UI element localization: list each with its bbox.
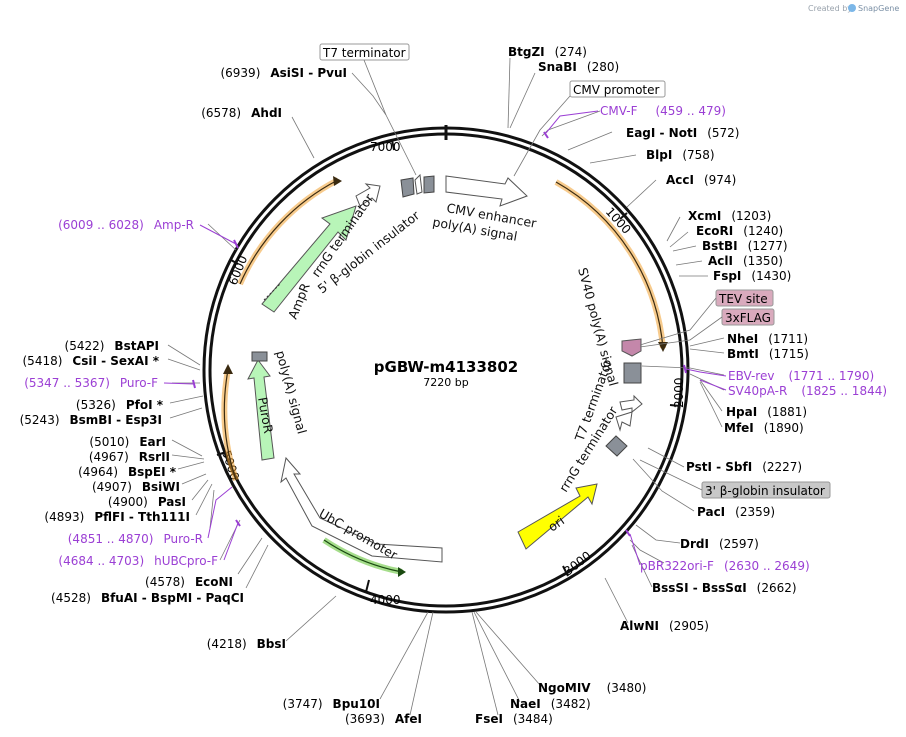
site-hpai[interactable]: HpaI(1881) xyxy=(726,405,807,419)
site-eagi-noti[interactable]: EagI - NotI(572) xyxy=(626,126,739,140)
ebv-arrow-shape[interactable] xyxy=(619,394,643,414)
site-pasi[interactable]: (4900)PasI xyxy=(108,495,186,509)
site-blpi[interactable]: BlpI(758) xyxy=(646,148,715,162)
site-xcmi[interactable]: XcmI(1203) xyxy=(688,209,771,223)
site-ecori[interactable]: EcoRI(1240) xyxy=(696,224,783,238)
rrng-terminator-right-shape[interactable] xyxy=(605,435,628,457)
site-drdi[interactable]: DrdI(2597) xyxy=(680,537,759,551)
site-ahdi[interactable]: (6578)AhdI xyxy=(201,106,282,120)
orf-arc-top-left-line xyxy=(239,179,339,285)
tick-4000: 4000 xyxy=(370,593,401,607)
tick-4000-mark xyxy=(365,579,370,593)
site-bmti[interactable]: BmtI(1715) xyxy=(727,347,809,361)
site-econi[interactable]: (4578)EcoNI xyxy=(145,575,233,589)
site-afei[interactable]: (3693)AfeI xyxy=(345,712,422,726)
orf-arc-top-left-head xyxy=(333,176,342,186)
site-csii-sexai[interactable]: (5418)CsiI - SexAI * xyxy=(23,354,160,368)
plasmid-size: 7220 bp xyxy=(423,376,468,389)
tev-flag-shape[interactable] xyxy=(621,338,642,357)
tick-5000-mark xyxy=(216,451,227,456)
site-btgzi[interactable]: BtgZI(274) xyxy=(508,45,587,59)
site-acli[interactable]: AclI(1350) xyxy=(708,254,783,268)
primer-labels: CMV-F(459 .. 479) EBV-rev(1771 .. 1790) … xyxy=(24,104,887,573)
site-fspi[interactable]: FspI(1430) xyxy=(713,269,791,283)
ori-arrow[interactable] xyxy=(517,483,598,550)
polya-left-label: poly(A) signal xyxy=(273,349,310,436)
snapgene-logo xyxy=(848,4,856,12)
puror-label: PuroR xyxy=(255,396,276,435)
t7-inner-arrow[interactable] xyxy=(615,411,633,432)
primer-cmv-f[interactable]: CMV-F(459 .. 479) xyxy=(600,104,726,118)
tick-6000-mark xyxy=(230,259,239,265)
ampr-feature-arrow[interactable] xyxy=(261,205,357,313)
site-asisi-pvui[interactable]: (6939)AsiSI - PvuI xyxy=(220,66,347,80)
plasmid-name: pGBW-m4133802 xyxy=(374,358,518,376)
primer-pbr322ori-f[interactable]: pBR322ori-F(2630 .. 2649) xyxy=(640,559,810,573)
primer-puro-r[interactable]: (4851 .. 4870)Puro-R xyxy=(68,532,203,546)
primer-hubcpro-f[interactable]: (4684 .. 4703)hUBCpro-F xyxy=(58,554,218,568)
site-bstbi[interactable]: BstBI(1277) xyxy=(702,239,788,253)
site-bpu10i[interactable]: (3747)Bpu10I xyxy=(283,697,380,711)
site-bspei[interactable]: (4964)BspEI * xyxy=(78,465,177,479)
site-bbsi[interactable]: (4218)BbsI xyxy=(207,637,286,651)
ubc-orf-arc-head xyxy=(398,567,406,577)
primer-sv40pa-r[interactable]: SV40pA-R(1825 .. 1844) xyxy=(728,384,887,398)
site-fsei[interactable]: FseI(3484) xyxy=(475,712,553,726)
primer-amp-r[interactable]: (6009 .. 6028)Amp-R xyxy=(58,218,194,232)
puror-arrow[interactable] xyxy=(247,359,275,461)
primer-leaders xyxy=(163,110,727,566)
tick-3000-mark xyxy=(562,565,569,577)
t7-terminator-box-label: T7 terminator xyxy=(322,46,406,60)
tick-1000-mark xyxy=(619,212,628,220)
sv40-polya-shape[interactable] xyxy=(623,362,642,384)
site-alwni[interactable]: AlwNI(2905) xyxy=(620,619,709,633)
ubc-promoter-arrow[interactable] xyxy=(280,456,443,563)
t7-terminator-top-shape[interactable] xyxy=(423,175,435,194)
left-site-labels: (6939)AsiSI - PvuI (6578)AhdI (5422)BstA… xyxy=(20,66,422,726)
site-bsssi[interactable]: BssSI - BssSαI(2662) xyxy=(652,581,797,595)
site-pfoi[interactable]: (5326)PfoI * xyxy=(76,398,164,412)
polya-left-shape[interactable] xyxy=(251,351,268,362)
site-nhei[interactable]: NheI(1711) xyxy=(727,332,808,346)
orf-arc-left-line xyxy=(223,369,237,481)
tick-7000: 7000 xyxy=(370,140,401,154)
cmv-promoter-box-label: CMV promoter xyxy=(573,83,660,97)
cmv-enhancer-arrow[interactable] xyxy=(445,175,528,207)
tick-2000: 2000 xyxy=(672,377,686,408)
flag-box-label: 3xFLAG xyxy=(725,311,771,325)
site-mfei[interactable]: MfeI(1890) xyxy=(724,421,804,435)
site-bstapi[interactable]: (5422)BstAPI xyxy=(65,339,159,353)
site-paci[interactable]: PacI(2359) xyxy=(697,505,775,519)
site-eari[interactable]: (5010)EarI xyxy=(89,435,166,449)
site-naei[interactable]: NaeI(3482) xyxy=(510,697,591,711)
orf-arc-left-head xyxy=(223,364,233,374)
site-bfuai-bspmi-paqci[interactable]: (4528)BfuAI - BspMI - PaqCI xyxy=(51,591,244,605)
polya-top-small-shape[interactable] xyxy=(414,173,423,195)
ubc-orf-arc-line xyxy=(323,539,403,573)
rrng-terminator-top-shape[interactable] xyxy=(400,177,415,198)
site-snabi[interactable]: SnaBI(280) xyxy=(538,60,619,74)
tev-site-box-label: TEV site xyxy=(718,292,768,306)
cmv-promoter-box[interactable] xyxy=(569,80,666,98)
orf-arc-right-line xyxy=(555,181,664,349)
primer-puro-f[interactable]: (5347 .. 5367)Puro-F xyxy=(24,376,158,390)
site-pflfi-tth111i[interactable]: (4893)PflFI - Tth111I xyxy=(44,510,190,524)
site-ngomiv[interactable]: NgoMIV(3480) xyxy=(538,681,646,695)
tick-7000-mark xyxy=(391,139,395,151)
site-bsmbi-esp3i[interactable]: (5243)BsmBI - Esp3I xyxy=(20,413,162,427)
site-bsiwi[interactable]: (4907)BsiWI xyxy=(92,480,180,494)
site-acci[interactable]: AccI(974) xyxy=(666,173,736,187)
beta-globin-5-arrow[interactable] xyxy=(355,183,381,207)
right-site-labels: BtgZI(274) SnaBI(280) EagI - NotI(572) B… xyxy=(475,45,809,726)
created-by-text: Created by xyxy=(808,4,852,13)
t7-terminator-box[interactable] xyxy=(319,43,410,61)
leader-lines xyxy=(167,57,725,716)
site-rsrii[interactable]: (4967)RsrII xyxy=(89,450,170,464)
tick-2000-mark xyxy=(669,404,681,407)
snapgene-brand-text: SnapGene xyxy=(858,4,899,13)
primer-ebv-rev[interactable]: EBV-rev(1771 .. 1790) xyxy=(728,369,874,383)
site-psti-sbfi[interactable]: PstI - SbfI(2227) xyxy=(686,460,802,474)
beta-globin-3-box-label: 3' β-globin insulator xyxy=(705,484,825,498)
